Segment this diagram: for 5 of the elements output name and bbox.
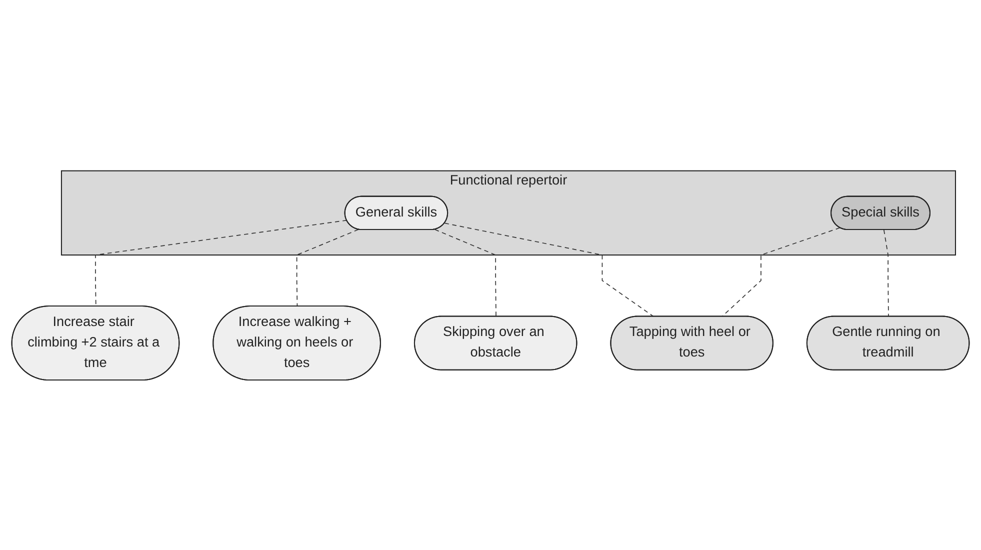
connector bbox=[444, 222, 654, 317]
connector bbox=[296, 228, 359, 306]
connector bbox=[434, 228, 496, 317]
connector bbox=[95, 219, 348, 306]
connector bbox=[883, 229, 889, 317]
